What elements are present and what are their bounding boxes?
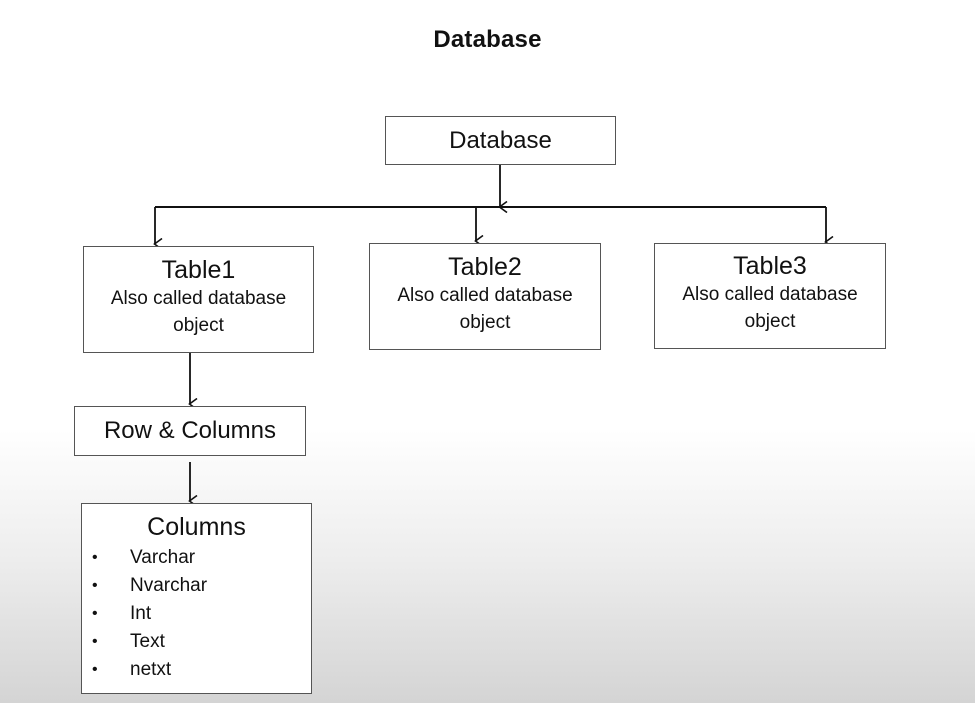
column-type-list: • Varchar • Nvarchar • Int • Text • netx…: [82, 544, 311, 684]
columns-heading: Columns: [147, 513, 246, 541]
columns-box: Columns • Varchar • Nvarchar • Int • Tex…: [81, 503, 312, 694]
table1-name: Table1: [161, 255, 236, 284]
slide-title: Database: [433, 26, 542, 53]
table2-box: Table2 Also called database object: [369, 243, 601, 350]
table2-name: Table2: [448, 252, 522, 281]
table3-description: Also called database object: [682, 284, 858, 332]
column-type-label: Nvarchar: [130, 575, 208, 596]
bullet-icon: •: [92, 661, 98, 678]
column-type-label: Int: [130, 603, 152, 624]
table3-box: Table3 Also called database object: [654, 243, 886, 349]
column-type-item: • Text: [82, 628, 311, 656]
bullet-icon: •: [92, 605, 98, 622]
row-columns-box: Row & Columns: [74, 406, 306, 456]
bullet-icon: •: [92, 633, 98, 650]
table2-description: Also called database object: [397, 284, 573, 333]
column-type-label: Text: [130, 631, 165, 652]
column-type-label: Varchar: [130, 547, 196, 568]
database-root-label: Database: [449, 126, 552, 154]
row-columns-label: Row & Columns: [103, 417, 277, 444]
bullet-icon: •: [92, 577, 98, 594]
column-type-item: • netxt: [82, 656, 311, 684]
database-root-box: Database: [385, 116, 616, 165]
column-type-item: • Nvarchar: [82, 572, 311, 600]
table1-description: Also called database object: [110, 287, 287, 336]
column-type-item: • Varchar: [82, 544, 311, 572]
bullet-icon: •: [92, 549, 98, 566]
column-type-label: netxt: [130, 659, 172, 680]
column-type-item: • Int: [82, 600, 311, 628]
table3-name: Table3: [733, 252, 807, 280]
table1-box: Table1 Also called database object: [83, 246, 314, 353]
